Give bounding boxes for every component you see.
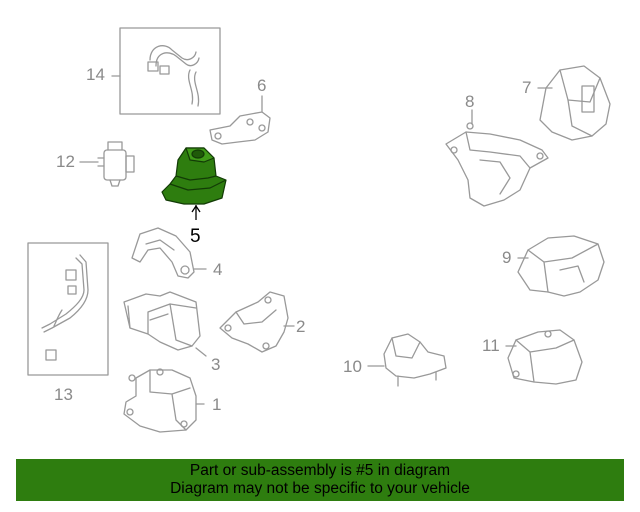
part-5-mount-highlighted[interactable] [161, 147, 227, 205]
banner-line-2: Diagram may not be specific to your vehi… [170, 480, 470, 497]
part-6-bracket[interactable] [209, 111, 271, 145]
part-1-mount[interactable] [123, 368, 197, 433]
part-8-bracket[interactable] [445, 122, 549, 207]
callout-7[interactable]: 7 [522, 78, 532, 97]
part-3-bracket[interactable] [123, 291, 201, 351]
callout-2[interactable]: 2 [296, 317, 306, 336]
part-12-valve[interactable] [97, 141, 135, 187]
part-14-hose-kit[interactable] [119, 27, 221, 115]
part-11-bracket[interactable] [507, 329, 583, 385]
callout-5[interactable]: 5 [190, 226, 201, 247]
part-7-mount[interactable] [539, 65, 611, 141]
callout-13[interactable]: 13 [54, 385, 73, 404]
banner-line-1: Part or sub-assembly is #5 in diagram [189, 462, 451, 479]
part-4-bracket[interactable] [131, 227, 195, 279]
part-9-mount[interactable] [517, 235, 605, 297]
part-2-bracket[interactable] [219, 291, 289, 353]
callout-3[interactable]: 3 [211, 355, 221, 374]
callout-8[interactable]: 8 [465, 92, 475, 111]
callout-6[interactable]: 6 [257, 76, 267, 95]
callout-11[interactable]: 11 [482, 336, 500, 355]
parts-diagram [27, 27, 611, 433]
info-banner: Part or sub-assembly is #5 in diagram Di… [16, 459, 624, 501]
callout-12[interactable]: 12 [56, 152, 75, 171]
part-10-mount[interactable] [383, 333, 447, 387]
callout-9[interactable]: 9 [502, 248, 512, 267]
callout-4[interactable]: 4 [213, 260, 223, 279]
part-13-bracket[interactable] [27, 242, 109, 376]
callout-14[interactable]: 14 [86, 65, 105, 84]
callout-1[interactable]: 1 [212, 395, 222, 414]
callout-10[interactable]: 10 [343, 357, 362, 376]
